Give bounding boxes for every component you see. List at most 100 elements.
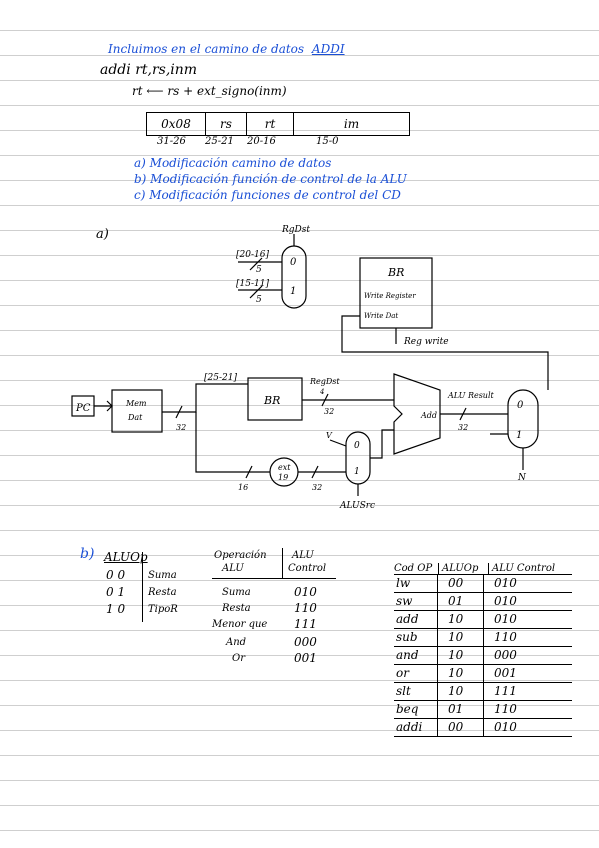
aluop-name-2: TipoR: [148, 604, 178, 615]
label-bus-32-a: 32: [176, 423, 186, 432]
codop-cell-aluop: 10: [438, 683, 484, 700]
label-mux-alusrc-1: 1: [354, 467, 360, 477]
datapath-diagram: a) RgDst [20-16] 5 [15-11] 5 0 1 BR Writ…: [71, 225, 549, 511]
label-bus-32-c: 32: [458, 423, 468, 432]
label-bus-32-b: 32: [324, 407, 334, 416]
aluop-name-0: Suma: [148, 570, 177, 581]
op-row-4-ctrl: 001: [294, 651, 317, 665]
aluop-code-0: 0 0: [106, 568, 126, 582]
mux-regdst-top: [281, 245, 307, 309]
label-br-top: BR: [387, 266, 404, 279]
op-row-0-ctrl: 010: [294, 585, 317, 599]
bits-opcode: 31-26: [157, 136, 186, 147]
label-alu-result: ALU Result: [447, 391, 495, 400]
codop-cell-aluop: 10: [438, 611, 484, 628]
aluop-code-2: 1 0: [106, 602, 126, 616]
aluop-header: ALUOp: [104, 550, 148, 564]
task-b: b) Modificación función de control de la…: [134, 172, 407, 186]
label-regdst-top: RgDst: [281, 225, 310, 235]
label-mux-top-1: 1: [290, 286, 296, 297]
aluop-divider: [142, 552, 143, 622]
ctrl-header-1: ALU: [292, 550, 314, 561]
op-row-1-op: Resta: [222, 603, 251, 614]
label-mux-alusrc-0: 0: [354, 441, 360, 451]
intro-title: Incluimos en el camino de datos ADDI: [108, 42, 345, 56]
data-memory: [111, 389, 163, 433]
label-reg-write: Reg write: [403, 337, 449, 347]
label-mux-in-1: [20-16]: [236, 250, 269, 260]
codop-header-aluctrl: ALU Control: [492, 563, 556, 574]
bits-rs: 25-21: [205, 136, 234, 147]
task-a: a) Modificación camino de datos: [134, 156, 332, 170]
label-mux-wb-0: 0: [517, 400, 524, 411]
format-field-rs: rs: [206, 113, 247, 135]
label-mux-wb-1: 1: [516, 430, 522, 441]
register-file-main: [247, 377, 303, 421]
label-a: a): [96, 227, 109, 242]
mux-writeback: [507, 389, 539, 449]
codop-cell-op: and: [394, 647, 438, 664]
op-row-3-op: And: [226, 637, 247, 648]
format-field-imm: im: [343, 117, 360, 131]
codop-cell-aluctrl: 010: [494, 594, 517, 608]
label-mem-dat: Dat: [127, 413, 143, 422]
codop-cell-aluop: 10: [438, 647, 484, 664]
codop-cell-op: addi: [394, 719, 438, 736]
label-bus-16: 16: [238, 483, 248, 492]
label-bus-32-d: 32: [312, 483, 322, 492]
codop-header-row: Cod OP ALUOp ALU Control: [394, 556, 572, 575]
label-b: b): [80, 546, 95, 562]
codop-cell-aluctrl: 010: [494, 576, 517, 590]
codop-cell-aluop: 00: [438, 575, 484, 592]
alu: [393, 373, 441, 455]
label-alu-add: Add: [420, 411, 437, 420]
label-alusrc: ALUSrc: [339, 501, 375, 511]
aluop-name-1: Resta: [148, 587, 177, 598]
label-mux-wb-sel: N: [517, 473, 527, 483]
codop-cell-aluctrl: 110: [494, 702, 517, 716]
intro-title-text: Incluimos en el camino de datos: [108, 42, 305, 56]
codop-cell-op: lw: [394, 575, 438, 592]
codop-cell-aluctrl: 110: [494, 630, 517, 644]
aluop-code-1: 0 1: [106, 585, 126, 599]
intro-title-instr: ADDI: [311, 42, 345, 56]
op-row-0-op: Suma: [222, 587, 251, 598]
op-header-divider: [282, 548, 283, 578]
codop-header-aluop: ALUOp: [439, 563, 489, 574]
op-header-1: Operación: [214, 550, 267, 561]
op-row-2-ctrl: 111: [294, 617, 317, 631]
codop-cell-aluop: 01: [438, 593, 484, 610]
codop-cell-op: add: [394, 611, 438, 628]
op-header-2: ALU: [222, 563, 244, 574]
format-field-opcode: 0x08: [147, 113, 206, 135]
codop-cell-aluop: 10: [438, 665, 484, 682]
label-mux-in-1-width: 5: [256, 265, 262, 275]
label-rs-bits: [25-21]: [204, 373, 237, 383]
label-mem: Mem: [125, 399, 147, 408]
label-regdst-num: 4: [319, 388, 324, 396]
label-regdst-mid: RegDst: [309, 377, 340, 386]
codop-cell-aluop: 01: [438, 701, 484, 718]
label-br-write-data: Write Dat: [364, 312, 398, 320]
op-row-2-op: Menor que: [212, 619, 268, 630]
codop-cell-aluctrl: 001: [494, 666, 517, 680]
codop-cell-op: slt: [394, 683, 438, 700]
codop-cell-op: sw: [394, 593, 438, 610]
label-mux-alusrc-v: V: [326, 431, 333, 440]
instruction-format: 0x08 rs rt im: [146, 112, 410, 136]
task-c: c) Modificación funciones de control del…: [134, 188, 401, 202]
codop-header-cod: Cod OP: [394, 563, 439, 574]
codop-cell-aluctrl: 010: [494, 612, 517, 626]
label-mux-top-0: 0: [290, 257, 297, 268]
